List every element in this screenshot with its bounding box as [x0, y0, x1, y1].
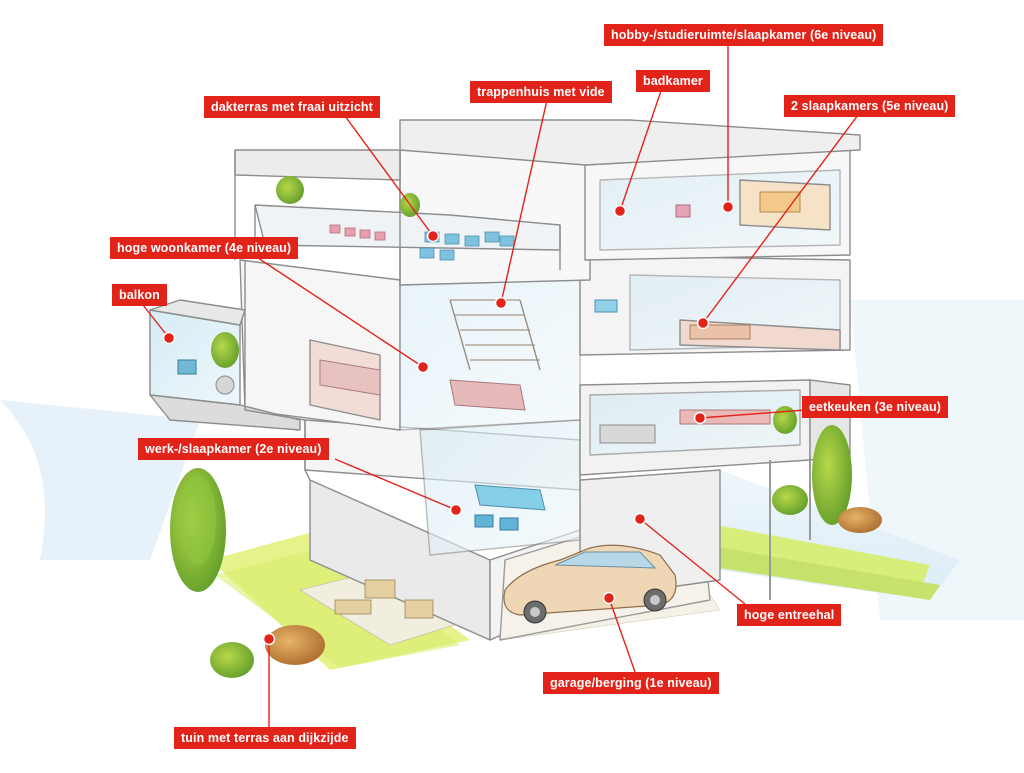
label-woonkamer: hoge woonkamer (4e niveau) — [110, 237, 299, 259]
label-dakterras: dakterras met fraai uitzicht — [204, 96, 380, 118]
building-structure — [149, 119, 861, 641]
leader-lines — [142, 42, 859, 727]
label-slaapkamers: 2 slaapkamers (5e niveau) — [784, 95, 956, 117]
label-badkamer: badkamer — [636, 70, 710, 92]
label-balkon: balkon — [112, 284, 167, 306]
label-tuin: tuin met terras aan dijkzijde — [174, 727, 356, 749]
label-entreehal: hoge entreehal — [737, 604, 842, 626]
label-eetkeuken: eetkeuken (3e niveau) — [802, 396, 949, 418]
leader-dots — [162, 200, 735, 646]
label-trappenhuis: trappenhuis met vide — [470, 81, 612, 103]
label-werk-slaapkamer: werk-/slaapkamer (2e niveau) — [138, 438, 329, 460]
label-garage: garage/berging (1e niveau) — [543, 672, 719, 694]
plants — [170, 176, 882, 678]
car-illustration — [503, 544, 677, 624]
label-hobby-studieruimte: hobby-/studieruimte/slaapkamer (6e nivea… — [604, 24, 884, 46]
